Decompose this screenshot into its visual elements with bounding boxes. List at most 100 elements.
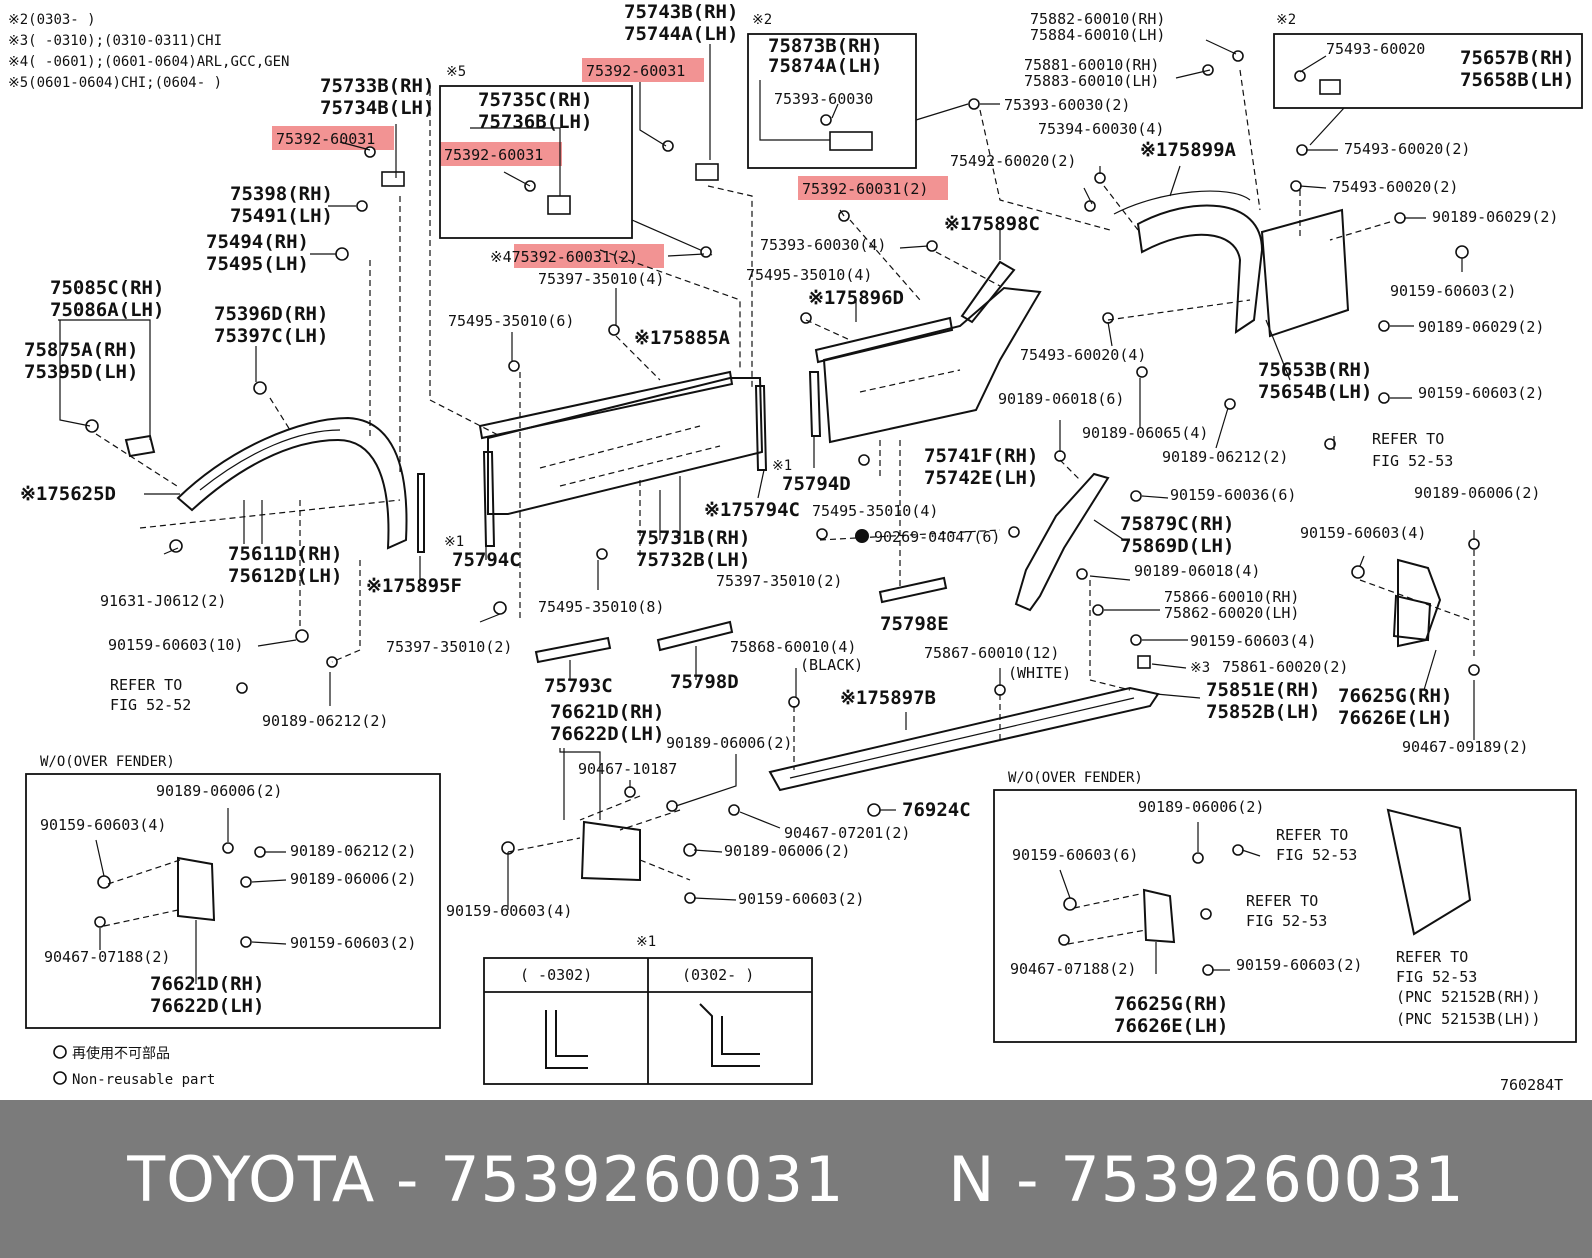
- part-label: 90159-60603(2): [1236, 956, 1362, 974]
- part-label: REFER TO: [1276, 826, 1348, 844]
- part-label: 76621D(RH): [550, 701, 664, 723]
- part-label: ( -0302): [520, 966, 592, 984]
- note-line: ※5(0601-0604)CHI;(0604- ): [8, 75, 222, 91]
- part-label: 76625G(RH): [1114, 993, 1228, 1015]
- parts-diagram: ※2(0303- ) ※3( -0310);(0310-0311)CHI ※4(…: [8, 1, 1583, 1094]
- part-label: 90189-06212(2): [1162, 448, 1288, 466]
- part-label: 75742E(LH): [924, 467, 1038, 489]
- part-label: 75862-60020(LH): [1164, 604, 1299, 622]
- part-label: 75884-60010(LH): [1030, 26, 1165, 44]
- strip-75794c-right: [754, 385, 768, 471]
- part-label: 75495-35010(8): [538, 598, 664, 616]
- variant-a-profile: [545, 1010, 588, 1069]
- part-label: ※2: [752, 12, 772, 28]
- rear-fender-flare: [1136, 204, 1264, 334]
- part-label: ※175794C: [704, 499, 800, 521]
- part-label: REFER TO: [110, 676, 182, 694]
- inset-box-2a: [747, 33, 917, 169]
- strip-75794d: [808, 371, 822, 437]
- part-label: 75493-60020(2): [1344, 140, 1470, 158]
- part-label: ※175895F: [366, 575, 462, 597]
- part-label: 75883-60010(LH): [1024, 72, 1159, 90]
- part-label: 75396D(RH): [214, 303, 328, 325]
- part-label: (PNC 52153B(LH)): [1396, 1010, 1541, 1028]
- part-label: 75491(LH): [230, 205, 333, 227]
- part-label-highlighted: 75392-60031: [444, 146, 543, 164]
- part-label: 76621D(RH): [150, 973, 264, 995]
- diagram-code: 760284T: [1500, 1076, 1563, 1094]
- part-label: FIG 52-53: [1246, 912, 1327, 930]
- part-label: 90189-06006(2): [1414, 484, 1540, 502]
- strip-75794c-left: [482, 451, 496, 547]
- part-label: 90189-06212(2): [290, 842, 416, 860]
- part-label: 91631-J0612(2): [100, 592, 226, 610]
- part-label: 75611D(RH): [228, 543, 342, 565]
- part-label: 76924C: [902, 799, 971, 821]
- part-label: 75793C: [544, 675, 613, 697]
- part-label: 75794D: [782, 473, 851, 495]
- part-label: ※175625D: [20, 483, 116, 505]
- part-label: FIG 52-53: [1396, 968, 1477, 986]
- part-label: 75397C(LH): [214, 325, 328, 347]
- part-label: 90189-06006(2): [724, 842, 850, 860]
- part-label: ※175899A: [1140, 139, 1237, 161]
- part-label: 75794C: [452, 549, 521, 571]
- part-label-highlighted: 75392-60031: [276, 130, 375, 148]
- part-label: 75874A(LH): [768, 55, 882, 77]
- part-label: FIG 52-53: [1276, 846, 1357, 864]
- mudguard-bracket: [1014, 472, 1110, 612]
- part-label: ※1: [444, 534, 464, 550]
- part-label: 75732B(LH): [636, 549, 750, 571]
- part-label: FIG 52-52: [110, 696, 191, 714]
- part-label: 75493-60020(4): [1020, 346, 1146, 364]
- part-label: 75393-60030(4): [760, 236, 886, 254]
- part-label: ※1: [636, 934, 656, 950]
- diagram-canvas: ※2(0303- ) ※3( -0310);(0310-0311)CHI ※4(…: [8, 1, 1583, 1094]
- part-label: 90159-60603(4): [1300, 524, 1426, 542]
- inset-box-wo-over-fender-right: [993, 789, 1577, 1043]
- part-label: 75495-35010(6): [448, 312, 574, 330]
- part-label: ※2: [1276, 12, 1296, 28]
- legend-japanese: 再使用不可部品: [72, 1045, 170, 1062]
- part-label: ※5: [446, 64, 466, 80]
- clips: [53, 50, 1480, 1085]
- note-line: ※4( -0601);(0601-0604)ARL,GCC,GEN: [8, 54, 289, 70]
- part-label: 75741F(RH): [924, 445, 1038, 467]
- mudflap-inset-left: [177, 856, 216, 922]
- rocker-moulding: [768, 686, 1160, 792]
- inset-box-wo-over-fender-left: [25, 773, 441, 1029]
- note-line: ※3( -0310);(0310-0311)CHI: [8, 33, 222, 49]
- part-label: ※1: [772, 458, 792, 474]
- footer-bar: TOYOTA - 7539260031 N - 7539260031: [0, 1100, 1592, 1258]
- part-label: 75493-60020: [1326, 40, 1425, 58]
- part-label: ※175885A: [634, 327, 731, 349]
- part-label: 75393-60030: [774, 90, 873, 108]
- variant-b-profile: [699, 1003, 760, 1067]
- inset-box-5: [439, 85, 633, 239]
- part-label: 75873B(RH): [768, 35, 882, 57]
- part-label: REFER TO: [1372, 430, 1444, 448]
- part-label: 75495-35010(4): [812, 502, 938, 520]
- part-label: 90159-60603(2): [1418, 384, 1544, 402]
- part-label: 76622D(LH): [550, 723, 664, 745]
- part-label: 90467-07188(2): [44, 948, 170, 966]
- part-label: (PNC 52152B(RH)): [1396, 988, 1541, 1006]
- part-label: 90189-06018(6): [998, 390, 1124, 408]
- part-label: 75085C(RH): [50, 277, 164, 299]
- part-label: 90159-60603(2): [738, 890, 864, 908]
- strip-75798e: [878, 576, 948, 604]
- part-label: ※175896D: [808, 287, 904, 309]
- part-label: 90189-06212(2): [262, 712, 388, 730]
- part-label: 75654B(LH): [1258, 381, 1372, 403]
- inset-box-2b: [1273, 33, 1583, 109]
- inset-title: W/O(OVER FENDER): [1008, 770, 1143, 786]
- part-label: 90467-07201(2): [784, 824, 910, 842]
- part-label: 75653B(RH): [1258, 359, 1372, 381]
- highlight-box: [582, 58, 704, 82]
- inset-title: W/O(OVER FENDER): [40, 754, 175, 770]
- part-label: (0302- ): [682, 966, 754, 984]
- part-label: 90189-06006(2): [290, 870, 416, 888]
- part-label: 75657B(RH): [1460, 47, 1574, 69]
- part-label: 75495-35010(4): [746, 266, 872, 284]
- part-label: 75861-60020(2): [1222, 658, 1348, 676]
